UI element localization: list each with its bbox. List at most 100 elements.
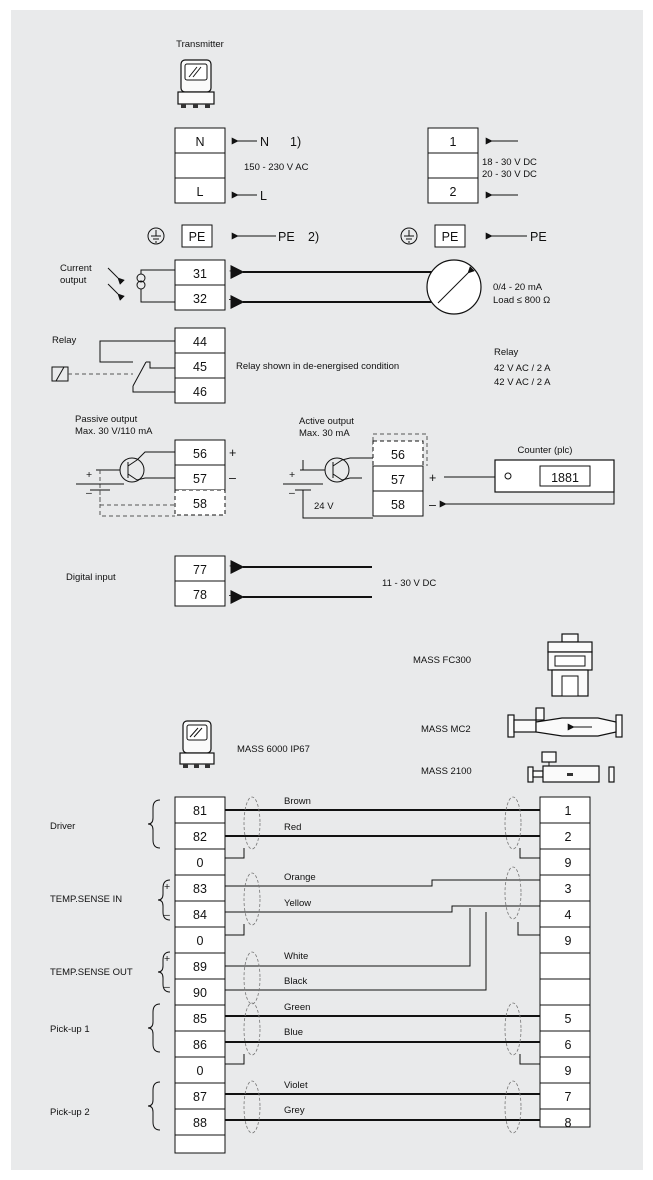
- relay-rating-1: 42 V AC / 2 A: [494, 363, 551, 374]
- transmitter-label: Transmitter: [176, 39, 224, 50]
- cable-right-terminal: 6: [565, 1038, 572, 1052]
- passive-plus: +: [86, 469, 92, 481]
- terminal-46: 46: [193, 385, 207, 399]
- cable-right-terminal: 8: [565, 1116, 572, 1130]
- voltage-dc-1: 18 - 30 V DC: [482, 157, 537, 168]
- temp-out-minus: –: [164, 981, 170, 993]
- counter-label: Counter (plc): [518, 445, 573, 456]
- relay-right-title: Relay: [494, 347, 519, 358]
- relay-icon: [51, 340, 175, 393]
- cable-left-terminal: 83: [193, 882, 207, 896]
- passive-terminals: 56 57 58: [174, 439, 226, 516]
- temp-in-minus: –: [164, 909, 170, 921]
- active-rating: Max. 30 mA: [299, 428, 350, 439]
- counter-display: 1881: [551, 471, 579, 485]
- passive-term-minus: –: [229, 471, 236, 485]
- passive-term-plus: +: [229, 446, 236, 460]
- temp-out-plus: +: [164, 953, 170, 965]
- pe-right-arrow-label: PE: [530, 230, 547, 244]
- terminal-44: 44: [193, 335, 207, 349]
- group-temp-in: TEMP.SENSE IN: [50, 894, 122, 905]
- passive-rating: Max. 30 V/110 mA: [75, 426, 153, 437]
- cable-left-terminal: 0: [197, 856, 204, 870]
- digital-plus: +: [229, 559, 236, 573]
- cable-left-terminal: 89: [193, 960, 207, 974]
- terminal-1: 1: [450, 135, 457, 149]
- ground-icon-left: [147, 227, 165, 245]
- footnote-1: 1): [290, 135, 301, 149]
- cable-terminal-block-left: [174, 796, 226, 1154]
- ground-icon-right: [400, 227, 418, 245]
- ammeter-icon: [426, 259, 482, 315]
- temp-in-plus: +: [164, 881, 170, 893]
- cable-right-terminal: 9: [565, 1064, 572, 1078]
- cable-left-terminal: 90: [193, 986, 207, 1000]
- cable-right-terminal: 3: [565, 882, 572, 896]
- cable-left-terminal: 85: [193, 1012, 207, 1026]
- current-source-icon: [107, 267, 175, 303]
- digital-input-label: Digital input: [66, 572, 116, 583]
- cable-right-terminal: 7: [565, 1090, 572, 1104]
- cable-left-terminal: 87: [193, 1090, 207, 1104]
- active-minus: –: [289, 487, 295, 499]
- relay-label: Relay: [52, 335, 77, 346]
- brace-temp-in: [157, 879, 171, 921]
- current-load: Load ≤ 800 Ω: [493, 295, 550, 306]
- brace-driver: [147, 799, 161, 849]
- current-output-label-1: Current: [60, 263, 92, 274]
- mc2-icon: [507, 707, 623, 738]
- cable-left-terminal: 86: [193, 1038, 207, 1052]
- active-plus: +: [289, 469, 295, 481]
- pe-terminal-left: [181, 224, 213, 248]
- relay-note: Relay shown in de-energised condition: [236, 361, 399, 372]
- brace-pickup1: [147, 1003, 161, 1053]
- active-terminals: 56 57 58: [372, 440, 424, 517]
- passive-title: Passive output: [75, 414, 138, 425]
- power-terminal-block-left: N L: [174, 127, 226, 204]
- mass2100-icon: [527, 751, 615, 783]
- wire-green: Green: [284, 1002, 310, 1013]
- voltage-dc-2: 20 - 30 V DC: [482, 169, 537, 180]
- digital-input-terminals: 77 78: [174, 555, 226, 607]
- terminal-57-active: 57: [391, 473, 405, 487]
- passive-transistor-icon: [76, 451, 175, 517]
- wire-brown: Brown: [284, 796, 311, 807]
- cable-right-terminal: 5: [565, 1012, 572, 1026]
- voltage-ac: 150 - 230 V AC: [244, 162, 309, 173]
- arrow-L-label: L: [260, 189, 267, 203]
- cable-left-terminal: 84: [193, 908, 207, 922]
- wire-violet: Violet: [284, 1080, 308, 1091]
- wire-yellow: Yellow: [284, 898, 311, 909]
- relay-terminals: 44 45 46: [174, 327, 226, 404]
- brace-temp-out: [157, 951, 171, 993]
- wire-white: White: [284, 951, 308, 962]
- terminal-45: 45: [193, 360, 207, 374]
- wire-black: Black: [284, 976, 307, 987]
- terminal-L: L: [197, 185, 204, 199]
- terminal-N: N: [195, 135, 204, 149]
- active-supply: 24 V: [314, 501, 334, 512]
- group-temp-out: TEMP.SENSE OUT: [50, 967, 133, 978]
- relay-rating-2: 42 V AC / 2 A: [494, 377, 551, 388]
- cable-right-terminal: 2: [565, 830, 572, 844]
- cable-left-terminal: 0: [197, 934, 204, 948]
- counter-icon: [494, 459, 615, 493]
- sensor-2100-label: MASS 2100: [421, 766, 472, 777]
- transmitter-icon: [177, 59, 215, 108]
- passive-minus: –: [86, 487, 92, 499]
- cable-shields: [243, 796, 522, 1134]
- current-output-label-2: output: [60, 275, 87, 286]
- fc300-icon: [547, 633, 593, 697]
- power-terminal-block-right: 1 2: [427, 127, 479, 204]
- terminal-58-active: 58: [391, 498, 405, 512]
- cable-left-terminal: 81: [193, 804, 207, 818]
- cable-right-terminal: 9: [565, 856, 572, 870]
- cable-left-terminal: 0: [197, 1064, 204, 1078]
- terminal-77: 77: [193, 563, 207, 577]
- active-transistor-icon: [283, 433, 428, 519]
- pe-left-arrow-label: PE: [278, 230, 295, 244]
- cable-right-terminal: 1: [565, 804, 572, 818]
- cable-wires: [225, 809, 540, 1121]
